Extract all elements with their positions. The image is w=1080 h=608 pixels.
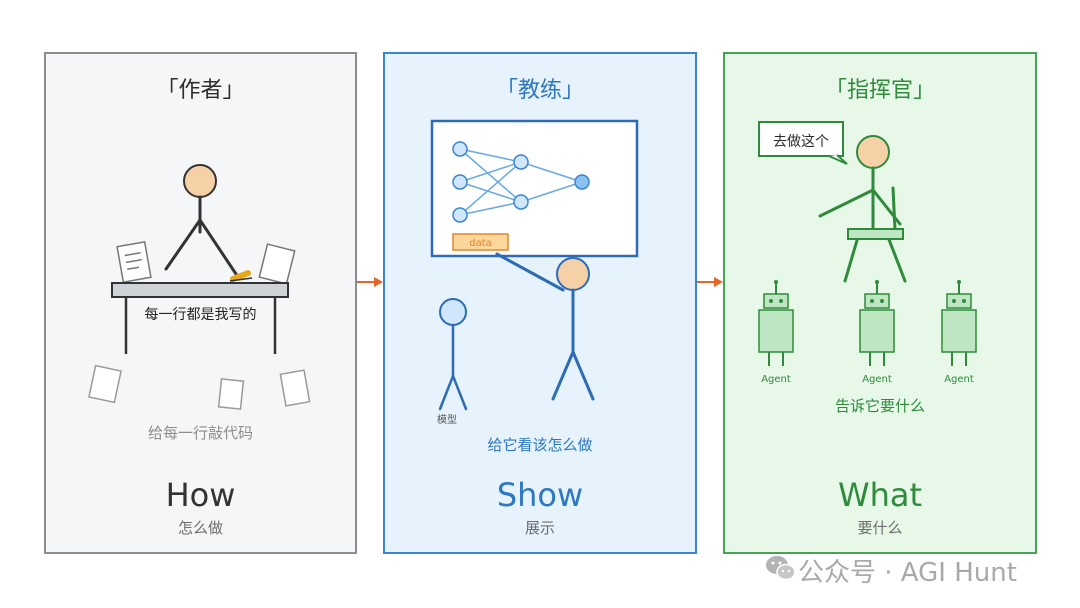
agent-label: Agent [944,374,974,385]
panel-commander: 「指挥官」 [723,52,1037,554]
panel-title: 「指挥官」 [824,78,935,103]
desk [111,282,289,298]
arrow-right-icon [697,277,723,287]
panel-author: 「作者」 [44,52,357,554]
pencil-icon [229,270,253,282]
speech-text: 去做这个 [773,134,829,150]
agent-label: Agent [862,374,892,385]
panel-keyword: How [165,476,236,514]
commander-body [818,166,907,283]
agent-label: Agent [761,374,791,385]
robot-icon [941,280,977,366]
coach-illustration: data [430,119,639,411]
panel-title: 「教练」 [495,78,584,103]
data-tag-label: data [469,238,492,249]
coach-body [551,288,595,401]
coach-head [556,257,590,291]
panel-coach: 「教练」 data [383,52,697,554]
robot-icon [859,280,895,366]
paper-icon [258,243,296,285]
panel-keyword: What [837,476,923,514]
panel-keyword-sub: 怎么做 [177,519,223,537]
model-label: 模型 [437,415,457,426]
arrow-right-icon [357,277,383,287]
lectern [847,228,904,240]
panel-caption: 告诉它要什么 [834,397,925,415]
commander-head [856,135,890,169]
model-body [438,323,468,411]
person-body [164,195,238,276]
speech-bubble [758,121,848,165]
model-head [439,298,467,326]
panel-keyword-sub: 要什么 [857,519,903,537]
paper-icon [88,364,122,404]
robot-icon [758,280,794,366]
wechat-icon [766,556,796,581]
panel-caption: 给它看该怎么做 [487,436,593,454]
commander-illustration [758,121,977,366]
panel-caption: 给每一行敲代码 [147,424,253,442]
data-tag [452,233,509,251]
paper-icon [217,378,245,410]
document-icon [116,240,152,284]
paper-icon [279,369,311,407]
pointer-stick [495,252,565,292]
neural-network-icon [459,148,583,216]
panel-title: 「作者」 [156,78,245,103]
desk-label: 每一行都是我写的 [144,307,257,323]
person-head [183,164,217,198]
panel-keyword: Show [496,476,584,514]
author-illustration [88,164,311,410]
panel-keyword-sub: 展示 [524,519,555,537]
watermark-text: 公众号 · AGI Hunt [798,558,1017,588]
